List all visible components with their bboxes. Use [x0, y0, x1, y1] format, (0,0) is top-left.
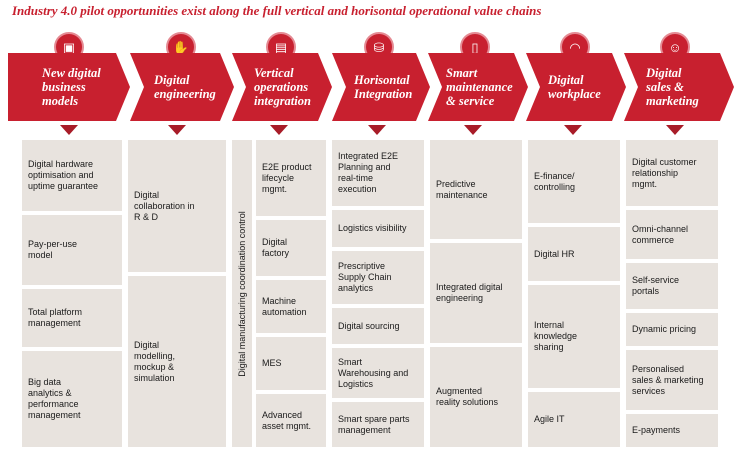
cell-mes: MES — [256, 337, 326, 390]
coordination-band: Digital manufacturing coordination contr… — [232, 140, 252, 447]
cell-prescriptive-supply-chain: Prescriptive Supply Chain analytics — [332, 251, 424, 304]
down-arrow — [564, 125, 582, 135]
column-title: New digital business models — [42, 66, 101, 108]
column-header-digital-sales-marketing: ☺ Digital sales & marketing — [624, 28, 732, 136]
column-title: Smart maintenance & service — [446, 66, 513, 108]
cell-e-finance: E-finance/ controlling — [528, 140, 620, 223]
cell-e2e-product-lifecycle: E2E product lifecycle mgmt. — [256, 140, 326, 216]
diagram-title: Industry 4.0 pilot opportunities exist a… — [12, 3, 542, 18]
cell-augmented-reality: Augmented reality solutions — [430, 347, 522, 447]
cell-internal-knowledge: Internal knowledge sharing — [528, 285, 620, 388]
cell-predictive-maintenance: Predictive maintenance — [430, 140, 522, 239]
cell-digital-factory: Digital factory — [256, 220, 326, 276]
cell-digital-sourcing: Digital sourcing — [332, 308, 424, 344]
down-arrow — [270, 125, 288, 135]
down-arrow — [368, 125, 386, 135]
chevron-smart-maintenance-service: Smart maintenance & service — [428, 53, 528, 121]
coordination-label: Digital manufacturing coordination contr… — [237, 210, 247, 377]
cell-smart-spare-parts: Smart spare parts management — [332, 402, 424, 447]
column-header-smart-maintenance-service: ▯ Smart maintenance & service — [428, 28, 524, 136]
down-arrow — [464, 125, 482, 135]
down-arrow — [168, 125, 186, 135]
chevron-digital-sales-marketing: Digital sales & marketing — [624, 53, 734, 121]
column-title: Digital workplace — [548, 73, 601, 101]
cell-e-payments: E-payments — [626, 414, 718, 447]
column-title: Digital sales & marketing — [646, 66, 699, 108]
column-header-digital-workplace: ◠ Digital workplace — [526, 28, 622, 136]
cell-digital-hr: Digital HR — [528, 227, 620, 281]
column-header-horisontal-integration: ⛁ Horisontal Integration — [332, 28, 426, 136]
cell-dynamic-pricing: Dynamic pricing — [626, 313, 718, 346]
column-header-vertical-operations-integration: ▤ Vertical operations integration — [232, 28, 330, 136]
cell-advanced-asset-mgmt: Advanced asset mgmt. — [256, 394, 326, 447]
down-arrow — [666, 125, 684, 135]
cell-big-data: Big data analytics & performance managem… — [22, 351, 122, 447]
cell-agile-it: Agile IT — [528, 392, 620, 447]
cell-logistics-visibility: Logistics visibility — [332, 210, 424, 247]
cell-digital-hardware: Digital hardware optimisation and uptime… — [22, 140, 122, 211]
column-title: Digital engineering — [154, 73, 216, 101]
cell-omni-channel: Omni-channel commerce — [626, 210, 718, 259]
column-header-new-digital-business-models: ▣ New digital business models — [8, 28, 128, 136]
cell-self-service-portals: Self-service portals — [626, 263, 718, 309]
down-arrow — [60, 125, 78, 135]
cell-integrated-digital-engineering: Integrated digital engineering — [430, 243, 522, 343]
column-header-digital-engineering: ✋ Digital engineering — [130, 28, 230, 136]
column-title: Horisontal Integration — [354, 73, 413, 101]
column-title: Vertical operations integration — [254, 66, 311, 108]
cell-personalised-sales: Personalised sales & marketing services — [626, 350, 718, 410]
cell-total-platform: Total platform management — [22, 289, 122, 347]
cell-digital-collaboration: Digital collaboration in R & D — [128, 140, 226, 272]
cell-pay-per-use: Pay-per-use model — [22, 215, 122, 285]
chevron-new-digital-business-models: New digital business models — [8, 53, 130, 121]
cell-machine-automation: Machine automation — [256, 280, 326, 333]
cell-digital-modelling: Digital modelling, mockup & simulation — [128, 276, 226, 447]
cell-digital-crm: Digital customer relationship mgmt. — [626, 140, 718, 206]
chevron-horisontal-integration: Horisontal Integration — [332, 53, 430, 121]
chevron-digital-workplace: Digital workplace — [526, 53, 626, 121]
chevron-digital-engineering: Digital engineering — [130, 53, 234, 121]
cell-integrated-e2e-planning: Integrated E2E Planning and real-time ex… — [332, 140, 424, 206]
chevron-vertical-operations-integration: Vertical operations integration — [232, 53, 332, 121]
cell-smart-warehousing: Smart Warehousing and Logistics — [332, 348, 424, 398]
